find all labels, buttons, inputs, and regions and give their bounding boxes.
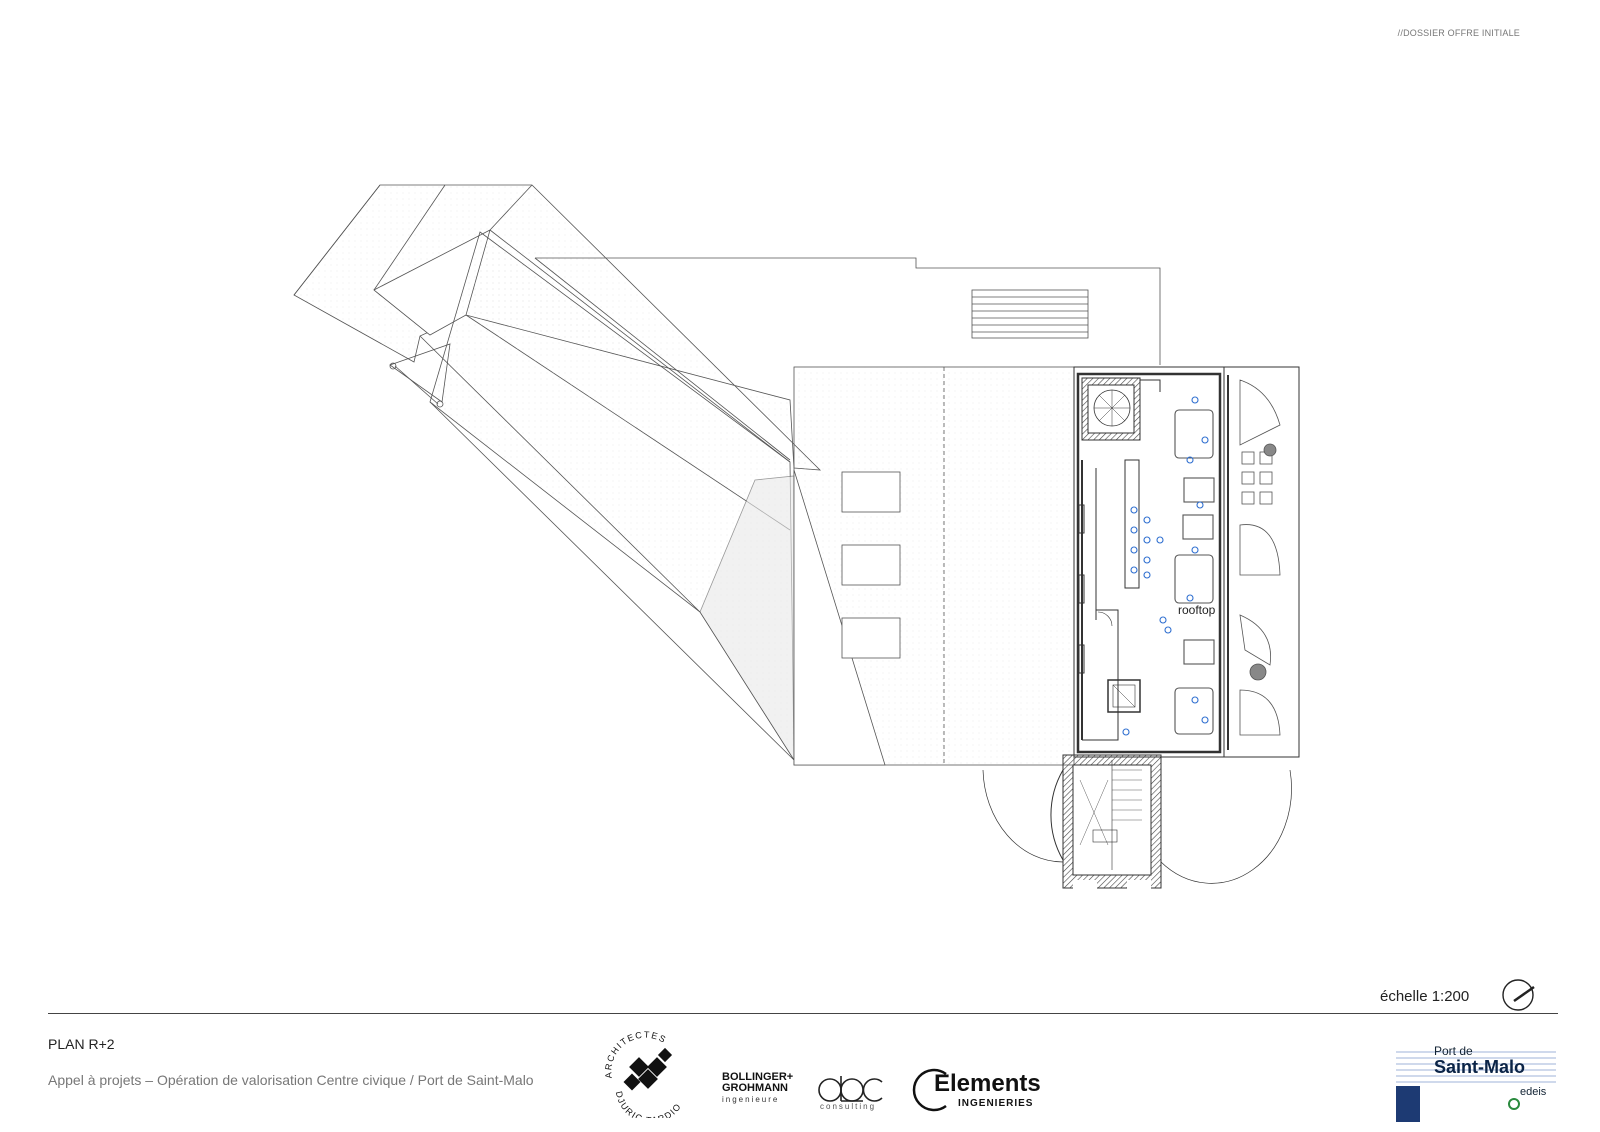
elements-ingenieries-logo: Elements INGENIERIES (908, 1068, 1041, 1117)
plan-title: PLAN R+2 (48, 1036, 115, 1052)
footer-divider (48, 1013, 1558, 1014)
main-roof (793, 366, 1075, 766)
svg-text:DJURIC TARDIO: DJURIC TARDIO (614, 1090, 684, 1118)
upper-roof-block (534, 257, 1161, 461)
stair-tower (982, 754, 1292, 892)
bollinger-grohmann-logo: BOLLINGER+ GROHMANN ingenieure (722, 1071, 794, 1105)
scale-label: échelle 1:200 (1380, 988, 1470, 1005)
north-arrow-icon (1502, 979, 1535, 1011)
terrace-furniture (1239, 379, 1281, 736)
document-tag: //DOSSIER OFFRE INITIALE (1397, 28, 1520, 38)
port-saint-malo-logo: Port de Saint-Malo edeis (1396, 1044, 1556, 1122)
project-subtitle: Appel à projets – Opération de valorisat… (48, 1072, 534, 1088)
rooftop-floor (1073, 366, 1300, 758)
rooftop-furniture (1122, 396, 1215, 736)
architect-logo: ARCHITECTES DJURIC TARDIO (603, 1030, 684, 1118)
adc-sub: consulting (820, 1102, 877, 1111)
adc-consulting-logo: consulting (818, 1074, 884, 1111)
room-label-rooftop: rooftop (1178, 603, 1216, 617)
diagonal-wing-roof (293, 184, 822, 762)
